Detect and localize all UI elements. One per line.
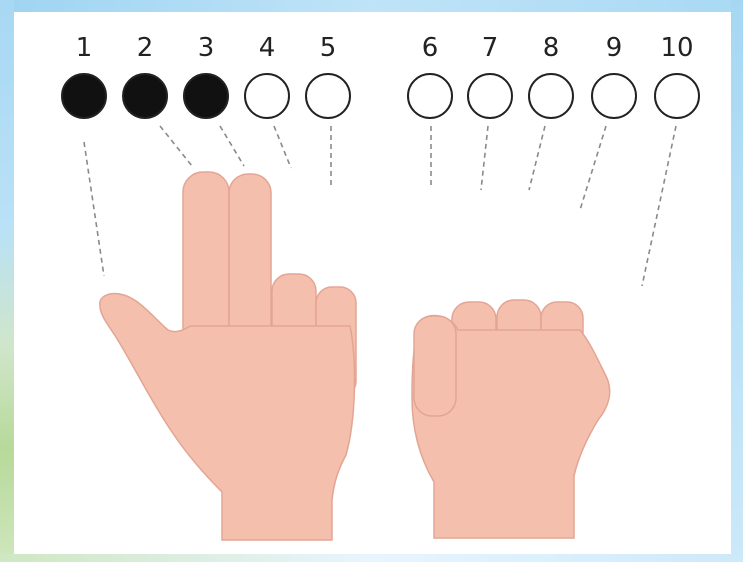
counter-circle-5 <box>306 74 350 118</box>
number-label-9: 9 <box>606 33 623 63</box>
leader-line-2 <box>160 126 192 166</box>
counter-circle-2 <box>123 74 167 118</box>
counter-circle-9 <box>592 74 636 118</box>
number-labels: 1 2 3 4 5 6 7 8 9 10 <box>76 33 694 63</box>
leader-line-8 <box>529 126 545 190</box>
counter-circle-3 <box>184 74 228 118</box>
left-palm <box>100 294 355 540</box>
number-label-8: 8 <box>543 33 560 63</box>
counter-circles <box>62 74 699 118</box>
hand-three-fingers-raised-icon <box>100 172 356 540</box>
leader-line-7 <box>481 126 488 190</box>
number-label-5: 5 <box>320 33 337 63</box>
number-label-1: 1 <box>76 33 93 63</box>
counter-circle-10 <box>655 74 699 118</box>
number-label-6: 6 <box>422 33 439 63</box>
counter-circle-8 <box>529 74 573 118</box>
leader-lines <box>84 126 676 286</box>
leader-line-1 <box>84 142 104 276</box>
hand-fist-icon <box>412 300 610 538</box>
counter-circle-4 <box>245 74 289 118</box>
number-label-2: 2 <box>137 33 154 63</box>
leader-line-3 <box>220 126 244 166</box>
number-label-4: 4 <box>259 33 276 63</box>
number-label-7: 7 <box>482 33 499 63</box>
number-label-10: 10 <box>660 33 693 63</box>
counter-circle-6 <box>408 74 452 118</box>
leader-line-10 <box>642 126 676 286</box>
number-label-3: 3 <box>198 33 215 63</box>
leader-line-4 <box>274 126 291 168</box>
counter-circle-7 <box>468 74 512 118</box>
leader-line-9 <box>580 126 606 210</box>
right-thumb-fold <box>414 316 456 416</box>
counter-circle-1 <box>62 74 106 118</box>
